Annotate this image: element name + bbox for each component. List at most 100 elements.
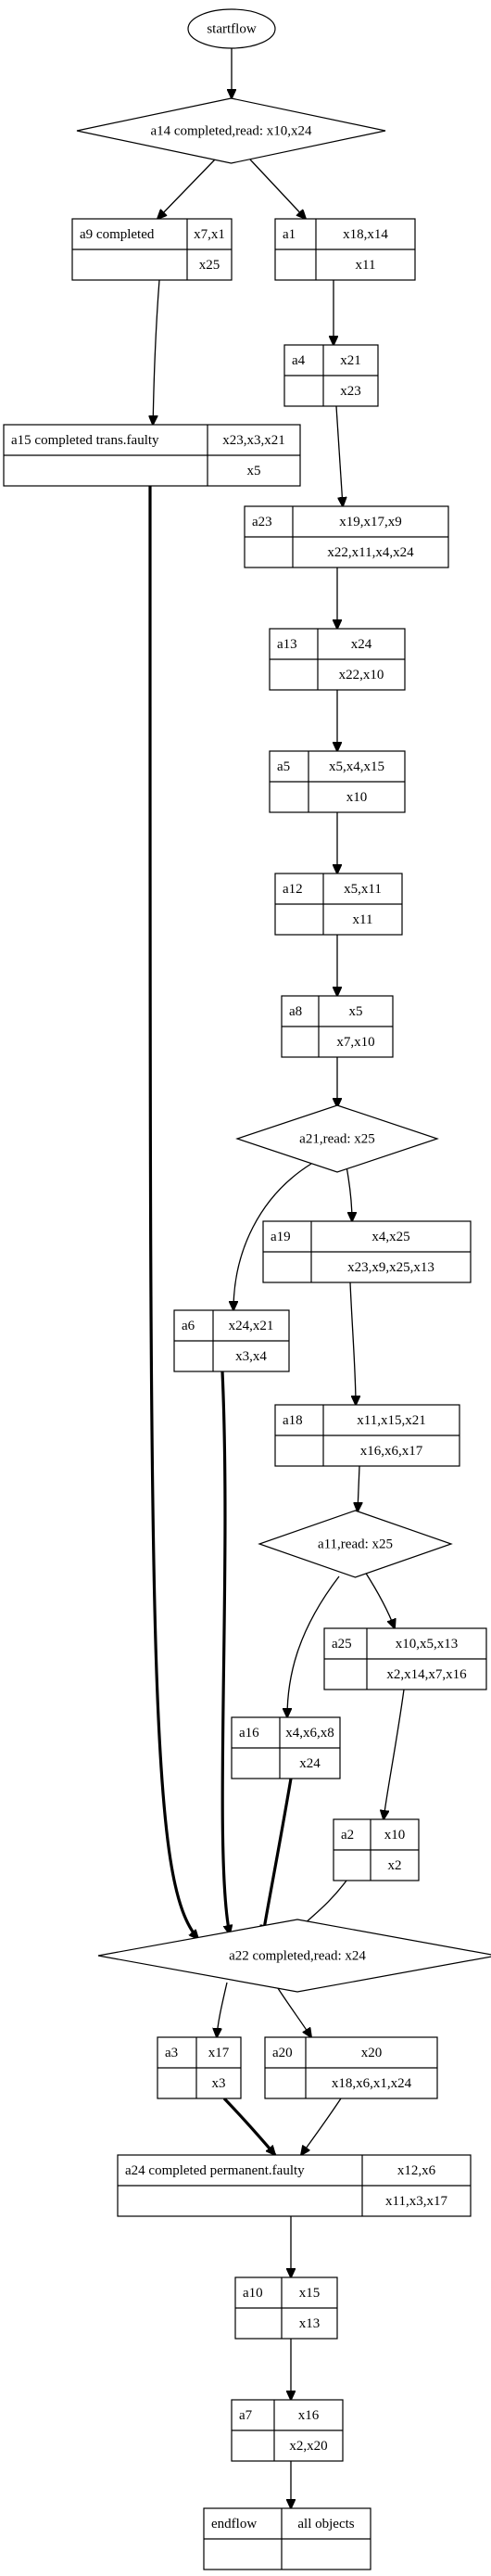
node-a12: a12 x5,x11 x11	[274, 873, 403, 936]
node-reads: x5,x4,x15	[329, 759, 384, 774]
node-a16: a16 x4,x6,x8 x24	[231, 1716, 341, 1779]
node-reads: x11,x15,x21	[357, 1413, 425, 1428]
node-reads: x5,x11	[344, 882, 382, 897]
node-label: a21,read: x25	[299, 1131, 375, 1146]
node-reads: x10	[384, 1828, 406, 1843]
edge-a22-to-a3	[217, 1982, 228, 2037]
node-reads: x10,x5,x13	[396, 1637, 459, 1651]
node-name: a18	[283, 1413, 303, 1428]
node-reads: x18,x14	[343, 227, 388, 242]
edge-a20-to-a24	[301, 2098, 342, 2155]
node-name: a1	[283, 227, 296, 242]
edge-a19-to-a18	[349, 1282, 356, 1405]
node-writes: x5	[247, 464, 261, 478]
edge-a21-to-a6	[233, 1163, 312, 1310]
node-shape	[187, 8, 276, 49]
node-a25: a25 x10,x5,x13 x2,x14,x7,x16	[323, 1627, 487, 1690]
node-name: a7	[239, 2408, 253, 2423]
node-name: a3	[165, 2046, 178, 2060]
node-reads: x24,x21	[229, 1319, 274, 1333]
node-reads: all objects	[297, 2517, 354, 2531]
edge-a6-to-a22	[220, 1371, 230, 1934]
node-name: a10	[243, 2286, 263, 2301]
node-reads: x4,x25	[371, 1230, 409, 1244]
node-name: a23	[252, 515, 272, 529]
node-name: a15 completed trans.faulty	[11, 433, 159, 448]
node-writes: x2,x14,x7,x16	[386, 1667, 467, 1682]
node-shape	[235, 1104, 439, 1173]
node-a7: a7 x16 x2,x20	[231, 2399, 344, 2462]
node-shape	[97, 1919, 491, 1993]
node-name: a8	[289, 1004, 302, 1019]
node-writes: x22,x11,x4,x24	[327, 545, 414, 560]
node-a14: a14 completed,read: x10,x24	[76, 97, 386, 164]
edge-a14-to-a9	[157, 159, 216, 219]
node-a1: a1 x18,x14 x11	[274, 218, 416, 281]
node-a2: a2 x10 x2	[333, 1818, 420, 1881]
node-reads: x5	[349, 1004, 363, 1019]
node-reads: x21	[340, 353, 361, 368]
node-endflow: endflow all objects	[203, 2507, 371, 2570]
edge-a15-to-a22	[148, 485, 198, 1939]
node-writes: x7,x10	[336, 1035, 374, 1050]
node-a10: a10 x15 x13	[234, 2276, 338, 2340]
edge-a11-to-a16	[287, 1575, 340, 1717]
node-name: a20	[272, 2046, 293, 2060]
node-writes: x2	[388, 1858, 402, 1873]
node-writes: x11	[356, 258, 376, 273]
node-writes: x2,x20	[289, 2439, 327, 2454]
node-a19: a19 x4,x25 x23,x9,x25,x13	[262, 1220, 472, 1283]
node-reads: x17	[208, 2046, 230, 2060]
node-startflow: startflow	[187, 8, 276, 49]
node-label: a22 completed,read: x24	[229, 1948, 366, 1963]
node-writes: x22,x10	[339, 668, 384, 682]
node-writes: x23,x9,x25,x13	[347, 1260, 434, 1275]
node-writes: x23	[340, 384, 361, 399]
node-writes: x13	[299, 2316, 321, 2331]
node-a11: a11,read: x25	[258, 1510, 453, 1578]
edge-a18-to-a11	[358, 1465, 359, 1511]
node-a3: a3 x17 x3	[157, 2036, 242, 2099]
edge-a11-to-a25	[364, 1571, 395, 1628]
node-name: a25	[332, 1637, 352, 1651]
node-a21: a21,read: x25	[235, 1104, 439, 1173]
node-reads: x4,x6,x8	[285, 1726, 334, 1741]
node-label: a14 completed,read: x10,x24	[150, 123, 312, 138]
node-name: a6	[182, 1319, 195, 1333]
edge-a25-to-a2	[384, 1689, 405, 1819]
node-name: a5	[277, 759, 290, 774]
node-writes: x16,x6,x17	[360, 1444, 423, 1459]
edge-a16-to-a22	[263, 1778, 293, 1934]
node-reads: x15	[299, 2286, 321, 2301]
node-label: startflow	[207, 21, 256, 36]
node-a5: a5 x5,x4,x15 x10	[269, 750, 406, 813]
node-writes: x11	[353, 912, 373, 927]
node-name: a2	[341, 1828, 354, 1843]
edge-a4-to-a23	[335, 405, 343, 506]
edge-a3-to-a24	[222, 2097, 275, 2155]
node-writes: x18,x6,x1,x24	[332, 2076, 412, 2091]
node-a18: a18 x11,x15,x21 x16,x6,x17	[274, 1404, 460, 1467]
node-reads: x24	[351, 637, 372, 652]
node-label: a11,read: x25	[318, 1537, 393, 1551]
node-writes: x3	[212, 2076, 226, 2091]
node-shape	[76, 97, 386, 164]
node-writes: x24	[299, 1756, 321, 1771]
node-writes: x10	[346, 790, 368, 805]
node-reads: x7,x1	[194, 227, 225, 242]
node-name: a19	[271, 1230, 291, 1244]
node-name: a16	[239, 1726, 259, 1741]
edges-layer	[148, 48, 405, 2508]
node-reads: x16	[298, 2408, 320, 2423]
node-writes: x25	[199, 258, 220, 273]
node-name: a24 completed permanent.faulty	[125, 2163, 305, 2178]
edge-a14-to-a1	[249, 159, 306, 219]
node-name: endflow	[211, 2517, 257, 2531]
node-name: a12	[283, 882, 303, 897]
